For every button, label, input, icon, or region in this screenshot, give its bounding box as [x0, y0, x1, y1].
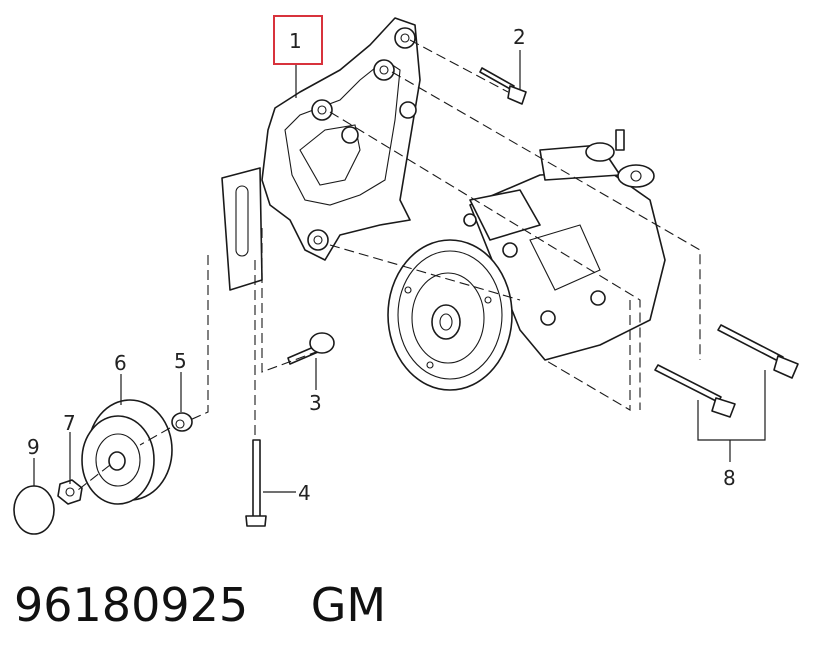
idler-pulley-6: [81, 399, 173, 505]
ac-compressor: [387, 129, 666, 391]
callout-6[interactable]: 6: [114, 351, 127, 375]
bolts-8: [654, 324, 799, 418]
callout-2[interactable]: 2: [513, 25, 526, 49]
footer: 96180925 GM: [14, 578, 386, 632]
bolt-3: [287, 332, 335, 365]
callout-7[interactable]: 7: [63, 411, 76, 435]
brand-label: GM: [310, 578, 387, 632]
nut-7: [57, 479, 83, 505]
part-number: 96180925: [14, 578, 249, 632]
bolt-4: [245, 439, 267, 527]
assembly-lines: [77, 39, 701, 491]
callout-1[interactable]: 1: [289, 29, 302, 53]
nut-5: [171, 412, 193, 432]
bolt-2: [479, 67, 527, 105]
callout-8[interactable]: 8: [723, 466, 736, 490]
callout-5[interactable]: 5: [174, 349, 187, 373]
callout-1-highlight: [273, 15, 323, 65]
callout-3[interactable]: 3: [309, 391, 322, 415]
callout-4[interactable]: 4: [298, 481, 311, 505]
leader-lines: [33, 50, 766, 493]
mounting-bracket: [221, 17, 421, 291]
callout-9[interactable]: 9: [27, 435, 40, 459]
dust-cap-9: [13, 485, 55, 535]
exploded-parts-diagram: 1 2 3 4 5 6 7 8 9: [13, 15, 799, 535]
